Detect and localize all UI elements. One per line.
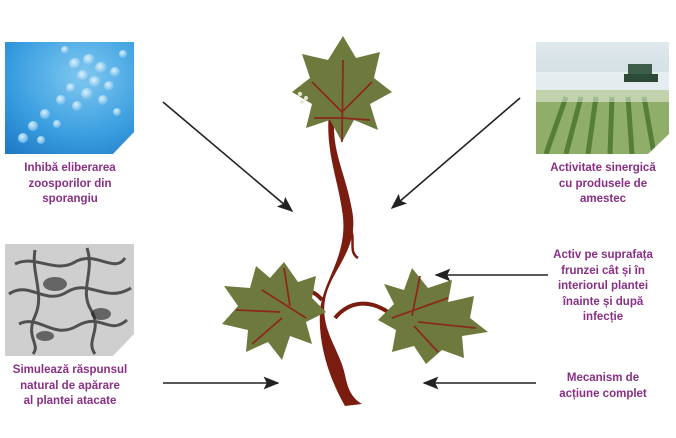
caption-synergistic-activity: Activitate sinergică cu produsele de ame… — [550, 162, 656, 206]
caption-active-surface-interior: Activ pe suprafața frunzei cât și în int… — [553, 249, 653, 324]
vine-branch-right — [333, 301, 390, 320]
leaf-right — [378, 268, 488, 364]
sprayer-photo — [536, 42, 669, 154]
micrograph-photo — [5, 244, 134, 356]
arrow-top-right — [390, 97, 521, 210]
caption-inhibits-zoospores: Inhibă eliberarea zoosporilor din sporan… — [24, 162, 116, 206]
tendril — [348, 225, 359, 260]
arrow-top-left — [162, 101, 294, 213]
caption-complete-mechanism: Mecanism de acțiune complet — [559, 372, 647, 400]
zoospores-photo — [5, 42, 134, 154]
vine-trunk — [319, 112, 362, 406]
leaf-top — [292, 36, 392, 143]
leaf-left — [222, 262, 326, 360]
caption-simulates-defense: Simulează răspunsul natural de apărare a… — [12, 364, 128, 408]
